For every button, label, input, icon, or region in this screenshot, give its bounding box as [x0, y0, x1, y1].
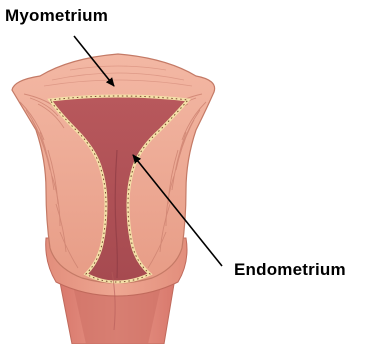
myometrium-label: Myometrium	[5, 6, 108, 26]
endometrium-label: Endometrium	[234, 260, 346, 280]
